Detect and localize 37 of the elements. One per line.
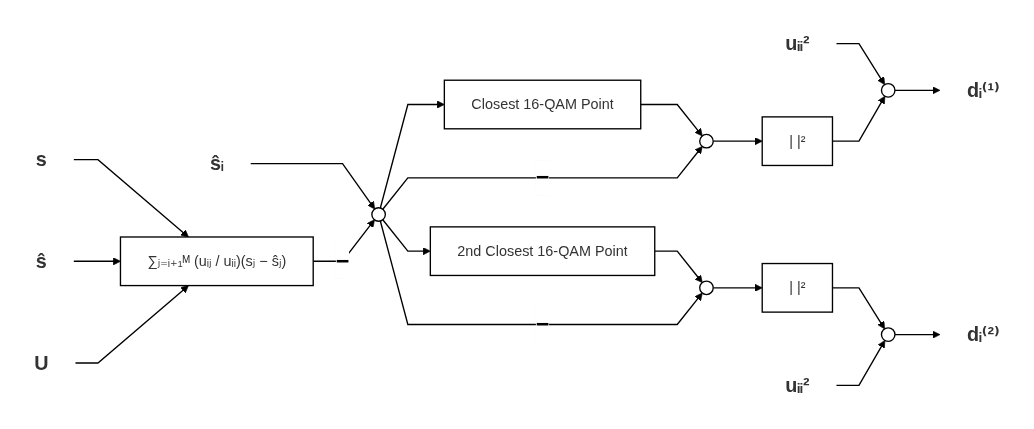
arrow xyxy=(835,42,885,85)
node-text: s xyxy=(35,148,47,171)
edge-label: − xyxy=(535,163,550,191)
arrow xyxy=(654,250,703,283)
arrow xyxy=(382,219,431,256)
node-box: 2nd Closest 16-QAM Point xyxy=(429,226,656,277)
node-circle xyxy=(880,82,896,98)
arrow xyxy=(74,285,189,364)
node-box: ∑ⱼ₌ᵢ₊₁ᴹ (uᵢⱼ / uᵢᵢ)(sⱼ − ŝⱼ) xyxy=(119,236,314,287)
arrow xyxy=(712,137,763,146)
edge-label: − xyxy=(535,310,550,338)
arrow xyxy=(835,340,886,387)
arrow xyxy=(379,220,703,326)
arrow xyxy=(894,330,941,339)
node-text: uᵢᵢ² xyxy=(785,374,810,397)
node-box: | |² xyxy=(761,116,834,167)
node-text: uᵢᵢ² xyxy=(785,32,810,55)
edge-label: − xyxy=(335,247,350,275)
node-text: ŝᵢ xyxy=(209,152,224,175)
node-box: Closest 16-QAM Point xyxy=(443,79,642,130)
node-box: | |² xyxy=(761,262,834,313)
node-circle xyxy=(699,133,714,149)
arrow xyxy=(382,146,703,210)
node-text: dᵢ⁽¹⁾ xyxy=(966,79,1000,102)
node-circle xyxy=(371,207,387,222)
arrow xyxy=(73,158,189,238)
arrow xyxy=(640,103,703,137)
node-circle xyxy=(699,280,714,296)
node-text: ŝ xyxy=(35,250,47,273)
arrow xyxy=(712,283,763,292)
arrow xyxy=(379,100,445,209)
node-text: dᵢ⁽²⁾ xyxy=(966,323,1000,346)
node-text: U xyxy=(34,351,49,375)
node-circle xyxy=(880,327,896,343)
arrow xyxy=(894,86,941,95)
arrow xyxy=(73,257,121,266)
arrow xyxy=(250,163,376,210)
